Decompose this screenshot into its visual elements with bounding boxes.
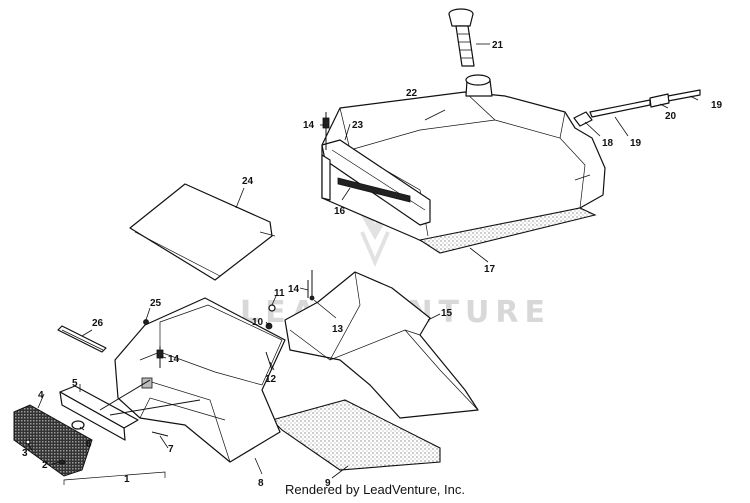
tank-pad-17[interactable] [418, 207, 597, 254]
screw-2[interactable] [58, 459, 66, 465]
rubber-strip-16[interactable] [337, 177, 411, 203]
callout-14-right: 14 [288, 284, 300, 295]
leader-lines [27, 43, 699, 479]
cover-panel-24[interactable] [129, 183, 276, 281]
callout-12: 12 [265, 374, 277, 385]
callout-15: 15 [441, 308, 453, 319]
callout-labels: 21 22 14 23 18 19 20 19 16 17 24 25 26 1… [22, 40, 723, 489]
callout-19: 19 [630, 138, 642, 149]
callout-25: 25 [150, 298, 162, 309]
fuel-line-19[interactable] [589, 89, 701, 118]
filler-cap-21[interactable] [448, 8, 475, 67]
callout-14: 14 [303, 120, 315, 131]
bulb-3[interactable] [25, 439, 31, 445]
screw-13[interactable] [309, 270, 315, 301]
screw-14-middle[interactable] [156, 346, 164, 368]
callout-14-middle: 14 [168, 354, 180, 365]
callout-13: 13 [332, 324, 344, 335]
trim-strip-26[interactable] [57, 325, 107, 353]
callout-16: 16 [334, 206, 346, 217]
callout-18: 18 [602, 138, 614, 149]
headlight-6[interactable] [71, 420, 85, 430]
fuel-fitting-18[interactable] [573, 111, 593, 127]
callout-10: 10 [252, 317, 264, 328]
callout-17: 17 [484, 264, 496, 275]
footer-credit: Rendered by LeadVenture, Inc. [285, 482, 465, 497]
callout-9: 9 [325, 478, 331, 489]
clip-7[interactable] [151, 431, 169, 437]
screw-25[interactable] [143, 319, 149, 325]
tank-bracket-23[interactable] [321, 139, 431, 226]
front-cowl-8[interactable] [114, 297, 286, 463]
callout-6: 6 [86, 439, 92, 450]
callout-24: 24 [242, 176, 254, 187]
callout-21: 21 [492, 40, 504, 51]
callout-2: 2 [42, 460, 48, 471]
callout-7: 7 [168, 444, 174, 455]
callout-4: 4 [38, 390, 44, 401]
headlight-bezel-5[interactable] [59, 379, 201, 441]
callout-5: 5 [72, 378, 78, 389]
callout-22: 22 [406, 88, 418, 99]
washer-11[interactable] [268, 304, 276, 312]
grille-4[interactable] [13, 404, 93, 477]
rear-housing-15[interactable] [284, 271, 479, 419]
callout-20: 20 [665, 111, 677, 122]
callout-3: 3 [22, 448, 28, 459]
callout-19-b: 19 [711, 100, 723, 111]
callout-1: 1 [124, 474, 130, 485]
callout-11: 11 [274, 288, 285, 299]
fuel-filter-20[interactable] [649, 93, 670, 108]
callout-23: 23 [352, 120, 364, 131]
callout-26: 26 [92, 318, 104, 329]
headlight-assembly-bracket-1 [63, 471, 166, 485]
floor-mat-9[interactable] [270, 399, 441, 471]
screw-14-top[interactable] [322, 112, 330, 150]
screw-12[interactable] [265, 351, 273, 371]
callout-8: 8 [258, 478, 264, 489]
